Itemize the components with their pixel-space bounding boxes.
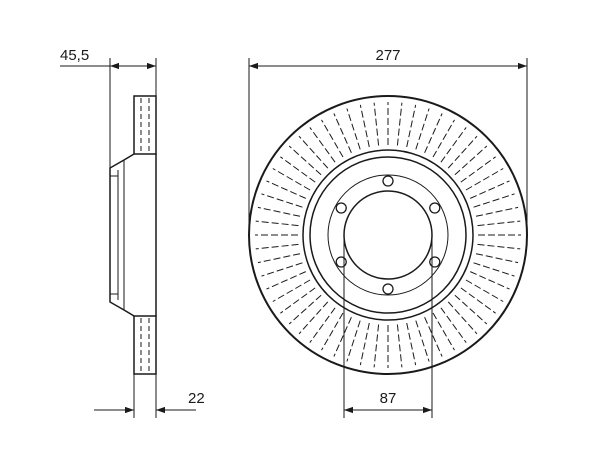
vent-slot	[280, 287, 316, 314]
vent-slot	[359, 104, 370, 148]
vent-slot	[257, 253, 301, 264]
vent-slot	[454, 294, 488, 325]
vent-slot	[396, 324, 403, 368]
vent-slot	[396, 102, 403, 146]
dim-total-height: 45,5	[60, 47, 156, 70]
dim-hub-label: 87	[380, 390, 397, 407]
vent-slot	[454, 145, 488, 176]
center-bore	[343, 190, 433, 280]
vent-slot	[261, 262, 303, 277]
vent-slot	[346, 108, 361, 150]
vent-slot	[440, 307, 467, 343]
dim-outer-label: 277	[375, 47, 400, 64]
vent-slot	[255, 220, 299, 227]
vent-slot	[309, 127, 336, 163]
vent-slot	[406, 322, 417, 366]
vent-slot	[460, 287, 496, 314]
vent-slot	[477, 220, 521, 227]
vent-slot	[465, 168, 504, 191]
vent-slot	[261, 193, 303, 208]
bolt-hole	[429, 256, 441, 268]
bolt-hole	[382, 283, 394, 295]
vent-slot	[424, 317, 443, 357]
vent-slot	[272, 279, 311, 302]
vent-slot	[470, 271, 510, 290]
vent-slot	[473, 193, 515, 208]
vent-slot	[447, 301, 478, 335]
vent-slot	[272, 168, 311, 191]
vent-slot	[288, 145, 322, 176]
vent-slot	[432, 312, 455, 351]
dim-outer-diameter: 277	[248, 47, 528, 235]
vent-slot	[424, 113, 443, 153]
vent-slot	[477, 243, 521, 250]
side-hub-profile	[109, 153, 157, 317]
vent-slot	[373, 102, 380, 146]
vent-slot	[460, 156, 496, 183]
bolt-hole	[335, 202, 347, 214]
vent-slot	[432, 119, 455, 158]
vent-slot	[266, 180, 306, 199]
vent-slot	[321, 119, 344, 158]
dim-total-label: 45,5	[60, 47, 89, 64]
side-ring-bottom	[133, 315, 157, 375]
vent-slot	[359, 322, 370, 366]
vent-slot	[333, 113, 352, 153]
side-ring-top	[133, 95, 157, 155]
dim-hub-diameter: 87	[343, 235, 433, 418]
vent-slot	[288, 294, 322, 325]
vent-slot	[465, 279, 504, 302]
vent-slot	[321, 312, 344, 351]
vent-slot	[255, 243, 299, 250]
vent-slot	[406, 104, 417, 148]
bolt-hole	[335, 256, 347, 268]
vent-slot	[415, 320, 430, 362]
hat-step	[327, 174, 449, 296]
disc-ring-inner-edge	[302, 149, 474, 321]
vent-slot	[475, 206, 519, 217]
disc-outer-edge	[248, 95, 528, 375]
vent-slot	[333, 317, 352, 357]
vent-slot	[266, 271, 306, 290]
vent-slot	[257, 206, 301, 217]
vent-slots	[255, 102, 521, 368]
side-view	[109, 58, 157, 418]
bolt-holes	[335, 175, 441, 295]
bolt-hole	[429, 202, 441, 214]
vent-slot	[309, 307, 336, 343]
vent-slot	[473, 262, 515, 277]
vent-slot	[298, 135, 329, 169]
vent-slot	[475, 253, 519, 264]
vent-slot	[447, 135, 478, 169]
hat-outer-edge	[309, 156, 467, 314]
vent-slot	[298, 301, 329, 335]
vent-slot	[373, 324, 380, 368]
vent-slot	[415, 108, 430, 150]
vent-slot	[280, 156, 316, 183]
vent-slot	[470, 180, 510, 199]
dim-disc-thickness: 22	[94, 390, 205, 414]
dim-thick-label: 22	[188, 390, 205, 407]
vent-slot	[346, 320, 361, 362]
bolt-hole	[382, 175, 394, 187]
front-view	[248, 95, 528, 375]
vent-slot	[440, 127, 467, 163]
